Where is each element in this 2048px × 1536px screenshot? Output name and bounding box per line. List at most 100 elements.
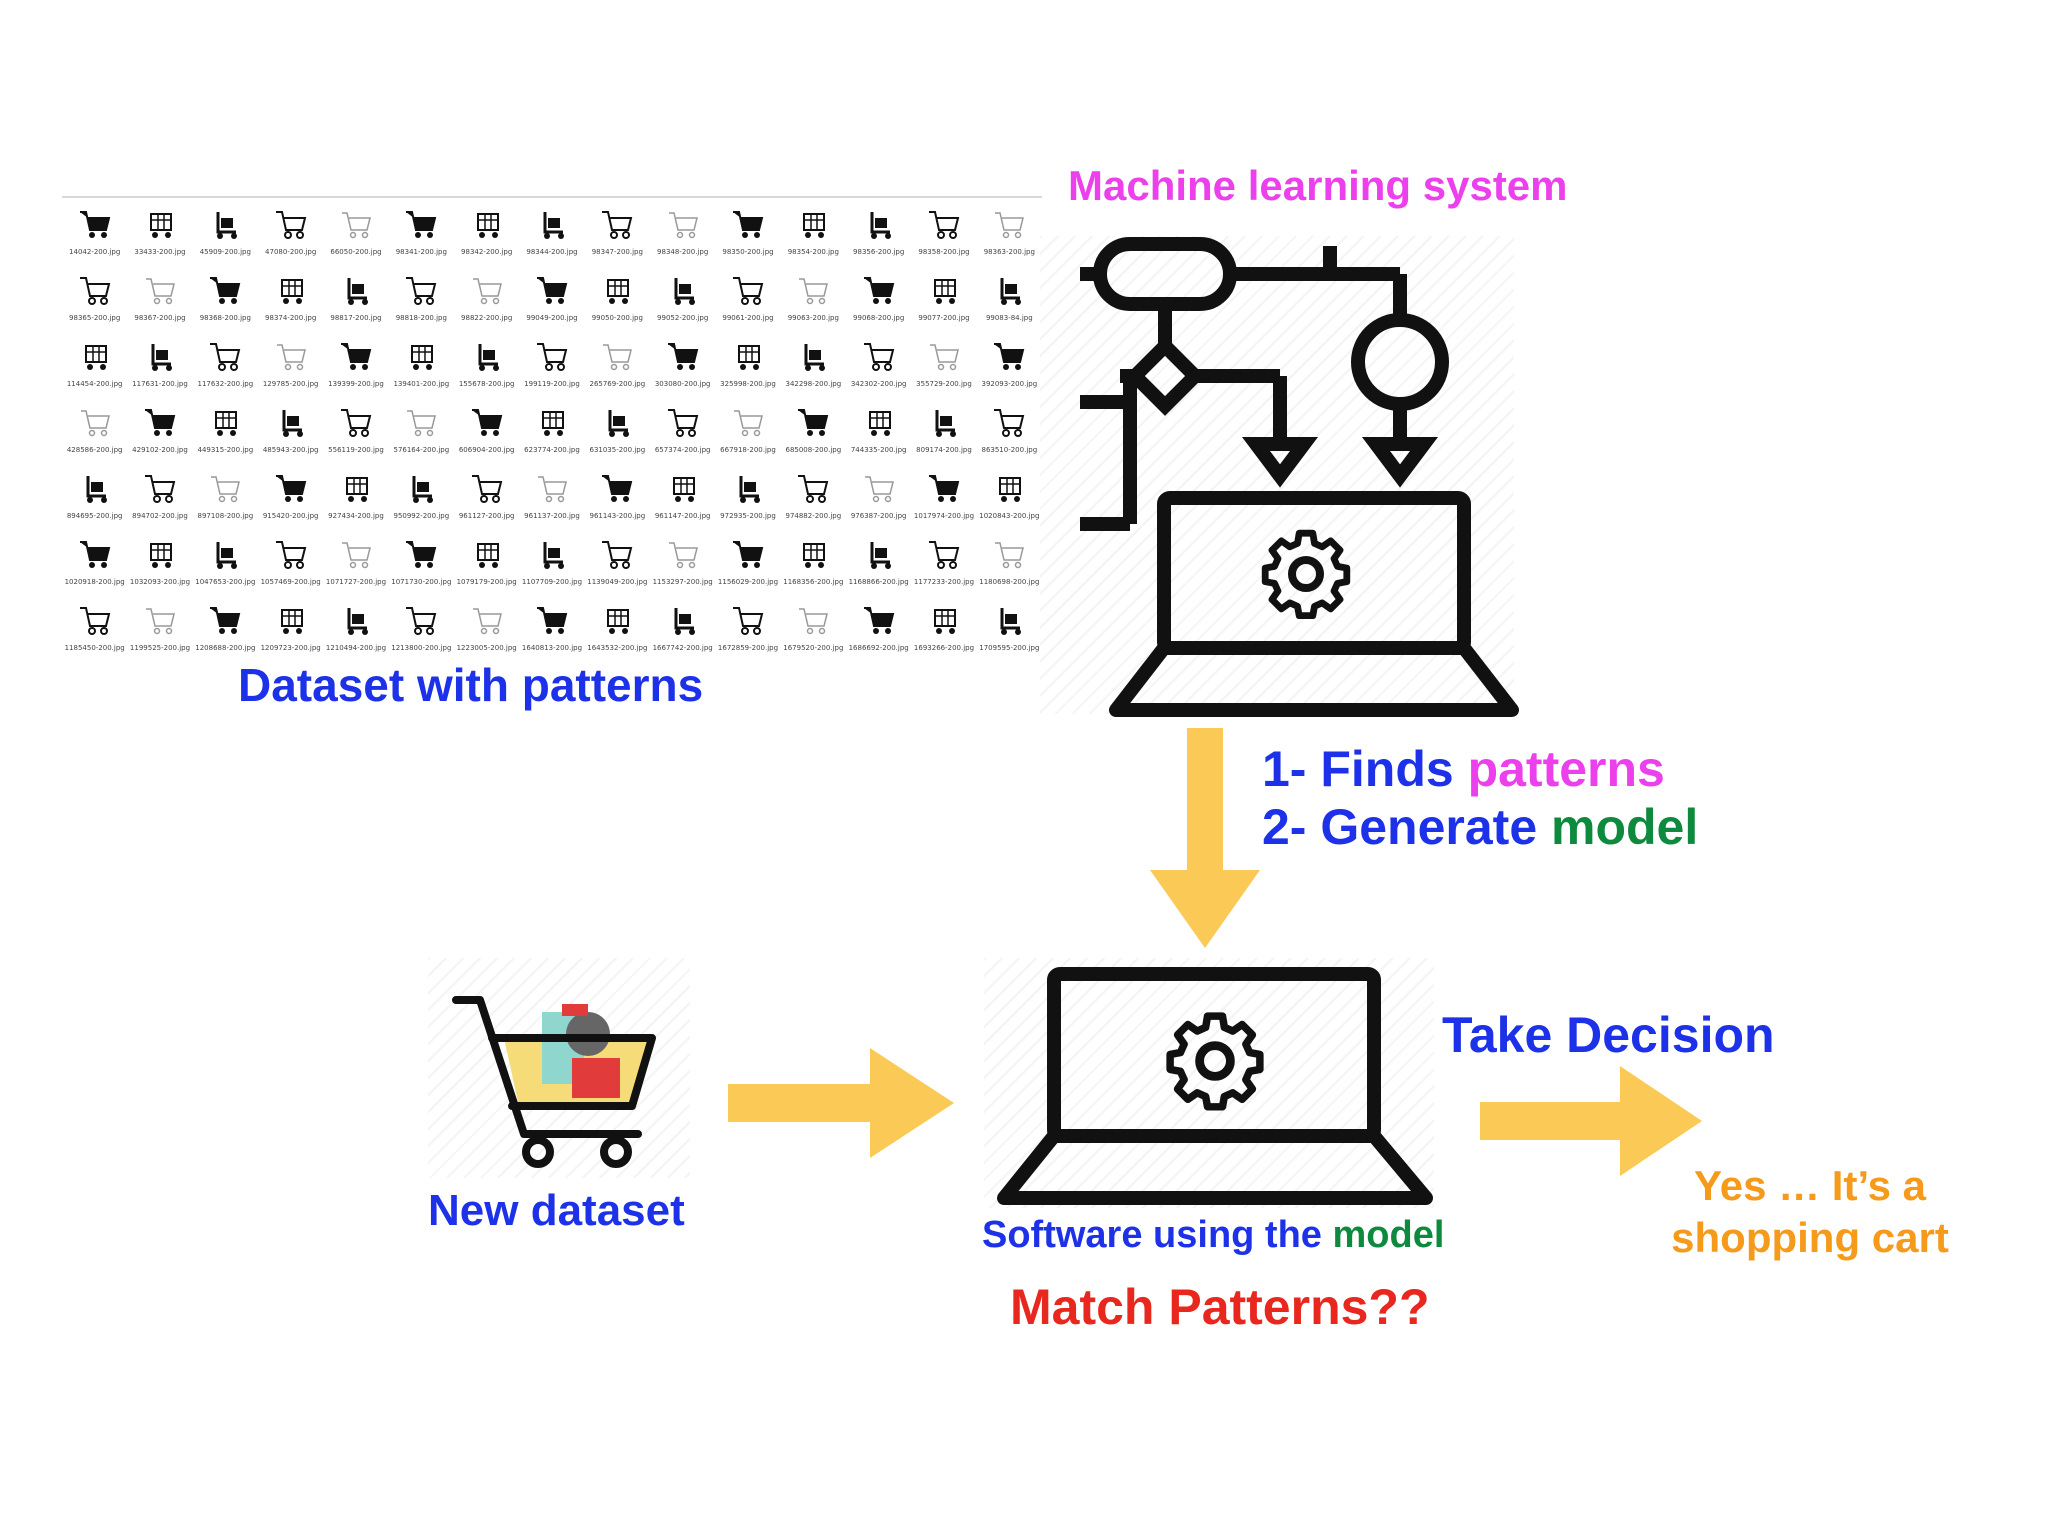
thumbnail-filename: 1679520-200.jpg	[783, 644, 844, 652]
dataset-thumbnail: 99061-200.jpg	[715, 268, 780, 334]
dataset-thumbnail: 744335-200.jpg	[846, 400, 911, 466]
dataset-thumbnail: 1071730-200.jpg	[389, 532, 454, 598]
thumbnail-filename: 1153297-200.jpg	[652, 578, 713, 586]
dataset-thumbnail: 809174-200.jpg	[911, 400, 976, 466]
cart-thumbnail-icon	[275, 541, 306, 569]
dataset-thumbnail: 99049-200.jpg	[519, 268, 584, 334]
cart-thumbnail-icon	[933, 609, 956, 634]
cart-thumbnail-icon	[935, 410, 956, 437]
dataset-thumbnail: 265769-200.jpg	[585, 334, 650, 400]
thumbnail-filename: 114454-200.jpg	[66, 380, 123, 388]
thumbnail-filename: 14042-200.jpg	[69, 248, 121, 256]
cart-thumbnail-icon	[863, 607, 894, 634]
thumbnail-filename: 1208688-200.jpg	[195, 644, 256, 652]
thumbnail-filename: 894702-200.jpg	[132, 512, 188, 520]
result-line1: Yes … It’s a	[1694, 1162, 1926, 1209]
dataset-thumbnail: 99068-200.jpg	[846, 268, 911, 334]
dataset-thumbnail: 556119-200.jpg	[323, 400, 388, 466]
thumbnail-filename: 429102-200.jpg	[132, 446, 188, 454]
step1-prefix: 1- Finds	[1262, 741, 1468, 797]
thumbnail-filename: 1672859-200.jpg	[717, 644, 779, 652]
dataset-thumbnail: 14042-200.jpg	[62, 202, 127, 268]
dataset-thumbnail: 606904-200.jpg	[454, 400, 519, 466]
dataset-thumbnail: 950992-200.jpg	[389, 466, 454, 532]
thumbnail-filename: 99052-200.jpg	[657, 314, 709, 322]
thumbnail-filename: 98358-200.jpg	[918, 248, 970, 256]
cart-thumbnail-icon	[870, 212, 891, 239]
cart-thumbnail-icon	[863, 277, 894, 304]
dataset-thumbnail: 98348-200.jpg	[650, 202, 715, 268]
thumbnail-filename: 915420-200.jpg	[262, 512, 319, 520]
thumbnail-filename: 1667742-200.jpg	[652, 644, 713, 652]
thumbnail-filename: 1209723-200.jpg	[260, 644, 321, 652]
step2-prefix: 2- Generate	[1262, 799, 1552, 855]
cart-thumbnail-icon	[210, 277, 241, 304]
dataset-thumbnail: 1223005-200.jpg	[454, 598, 519, 664]
laptop-gear-icon-top	[1109, 491, 1519, 717]
cart-thumbnail-icon	[476, 543, 499, 568]
cart-thumbnail-icon	[732, 277, 764, 305]
dataset-thumbnail: 894702-200.jpg	[127, 466, 192, 532]
thumbnail-filename: 950992-200.jpg	[393, 512, 450, 520]
thumbnail-filename: 98348-200.jpg	[657, 248, 709, 256]
down-arrow	[1150, 728, 1260, 948]
cart-thumbnail-icon	[928, 211, 960, 239]
cart-thumbnail-icon	[732, 211, 764, 238]
thumbnail-filename: 961137-200.jpg	[524, 512, 580, 520]
thumbnail-filename: 99068-200.jpg	[853, 314, 905, 322]
cart-thumbnail-icon	[282, 410, 303, 437]
cart-thumbnail-icon	[668, 212, 698, 239]
cart-thumbnail-icon	[999, 477, 1022, 502]
dataset-thumbnail: 98374-200.jpg	[258, 268, 323, 334]
thumbnail-filename: 1199525-200.jpg	[129, 644, 191, 652]
cart-thumbnail-icon	[215, 411, 238, 436]
thumbnail-filename: 98818-200.jpg	[395, 314, 447, 322]
thumbnail-filename: 1057469-200.jpg	[260, 578, 321, 586]
dataset-thumbnail: 894695-200.jpg	[62, 466, 127, 532]
thumbnail-filename: 129785-200.jpg	[262, 380, 319, 388]
thumbnail-filename: 1185450-200.jpg	[64, 644, 125, 652]
thumbnail-filename: 1213800-200.jpg	[391, 644, 452, 652]
dataset-thumbnail: 392093-200.jpg	[977, 334, 1042, 400]
thumbnail-filename: 117631-200.jpg	[132, 380, 188, 388]
thumbnail-filename: 428586-200.jpg	[66, 446, 123, 454]
thumbnail-filename: 685008-200.jpg	[785, 446, 842, 454]
dataset-thumbnail: 1185450-200.jpg	[62, 598, 127, 664]
dataset-thumbnail: 1032093-200.jpg	[127, 532, 192, 598]
cart-thumbnail-icon	[79, 541, 110, 568]
thumbnail-filename: 98350-200.jpg	[722, 248, 774, 256]
cart-thumbnail-icon	[472, 608, 502, 635]
thumbnail-filename: 98817-200.jpg	[330, 314, 382, 322]
thumbnail-filename: 1177233-200.jpg	[913, 578, 975, 586]
dataset-thumbnail: 199119-200.jpg	[519, 334, 584, 400]
cart-thumbnail-icon	[275, 475, 306, 502]
thumbnail-filename: 303080-200.jpg	[654, 380, 711, 388]
step1-highlight: patterns	[1467, 741, 1665, 797]
take-decision-label: Take Decision	[1442, 1007, 1775, 1063]
thumbnail-filename: 98347-200.jpg	[591, 248, 643, 256]
cart-thumbnail-icon	[210, 607, 241, 634]
dataset-thumbnail: 1071727-200.jpg	[323, 532, 388, 598]
dataset-thumbnail: 66050-200.jpg	[323, 202, 388, 268]
cart-thumbnail-icon	[79, 607, 110, 635]
thumbnail-filename: 1139049-200.jpg	[587, 578, 648, 586]
dataset-thumbnail: 1213800-200.jpg	[389, 598, 454, 664]
thumbnail-filename: 98368-200.jpg	[199, 314, 251, 322]
dataset-thumbnail: 98354-200.jpg	[781, 202, 846, 268]
right-arrow-output	[1480, 1066, 1702, 1176]
dataset-thumbnail: 155678-200.jpg	[454, 334, 519, 400]
cart-thumbnail-icon	[607, 279, 630, 304]
thumbnail-filename: 1071730-200.jpg	[391, 578, 452, 586]
thumbnail-filename: 667918-200.jpg	[720, 446, 776, 454]
dataset-label: Dataset with patterns	[238, 659, 704, 711]
dataset-thumbnail: 139399-200.jpg	[323, 334, 388, 400]
cart-thumbnail-icon	[799, 608, 829, 635]
thumbnail-filename: 99050-200.jpg	[591, 314, 643, 322]
dataset-thumbnail: 99052-200.jpg	[650, 268, 715, 334]
dataset-thumbnail: 1209723-200.jpg	[258, 598, 323, 664]
dataset-thumbnail: 1153297-200.jpg	[650, 532, 715, 598]
dataset-thumbnail: 429102-200.jpg	[127, 400, 192, 466]
dataset-thumbnail: 355729-200.jpg	[911, 334, 976, 400]
dataset-thumbnail: 657374-200.jpg	[650, 400, 715, 466]
